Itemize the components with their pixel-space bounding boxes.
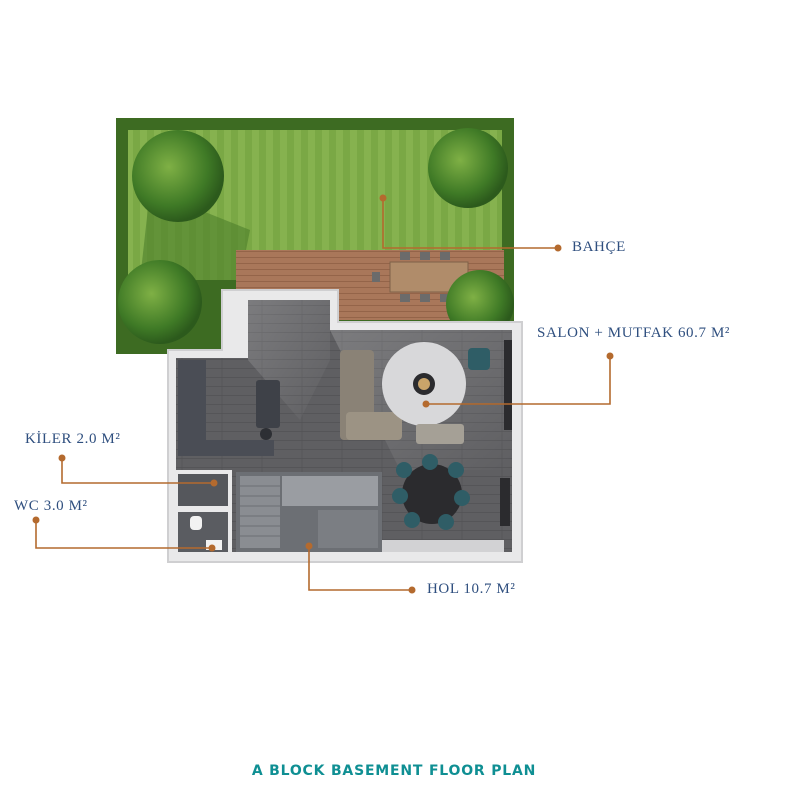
- leader-dot: [606, 352, 614, 360]
- wc-sink: [206, 540, 222, 550]
- outdoor-chair: [440, 294, 450, 302]
- tree-canopy: [428, 128, 508, 208]
- leader-line-garden: [382, 198, 558, 249]
- sofa: [346, 412, 402, 440]
- leader-dot: [32, 516, 40, 524]
- kitchen-counter: [178, 440, 274, 456]
- label-living-kitchen: SALON + MUTFAK 60.7 M²: [537, 325, 730, 341]
- armchair: [416, 424, 464, 444]
- plan-title: A BLOCK BASEMENT FLOOR PLAN: [251, 763, 537, 779]
- leader-dot: [422, 400, 430, 408]
- outdoor-chair: [400, 294, 410, 302]
- leader-lines: [35, 198, 611, 591]
- tv-unit: [504, 340, 512, 430]
- staircase: [236, 472, 382, 552]
- label-hall: HOL 10.7 M²: [427, 581, 516, 597]
- dining-chair: [454, 490, 470, 506]
- dining-chair: [404, 512, 420, 528]
- leader-line-wc: [35, 520, 212, 549]
- dining-chair: [438, 514, 454, 530]
- kitchen-stool: [260, 428, 272, 440]
- dining-table: [402, 464, 462, 524]
- tree-canopy: [118, 260, 202, 344]
- leader-dot: [58, 454, 66, 462]
- wall-segment: [234, 296, 248, 358]
- house-plan: [167, 289, 523, 563]
- outdoor-chair: [440, 252, 450, 260]
- leader-dot: [208, 544, 216, 552]
- leader-dot: [305, 542, 313, 550]
- garden-area: [116, 118, 514, 354]
- label-garden: BAHÇE: [572, 239, 626, 255]
- leader-line-hall: [308, 546, 412, 591]
- pantry-room: [174, 470, 232, 510]
- sunlight-overlay: [248, 300, 330, 420]
- kitchen-island: [256, 380, 280, 428]
- label-pantry: KİLER 2.0 M²: [25, 431, 121, 447]
- leader-endpoints: [32, 194, 614, 594]
- outdoor-chair: [372, 272, 380, 282]
- curtain: [382, 540, 504, 552]
- dining-chair: [422, 454, 438, 470]
- tree-canopy: [132, 130, 224, 222]
- outdoor-chair: [400, 252, 410, 260]
- leader-line-living-kitchen: [426, 356, 611, 405]
- leader-dot: [379, 194, 387, 202]
- dining-chair: [392, 488, 408, 504]
- sideboard: [500, 478, 510, 526]
- dining-chair: [448, 462, 464, 478]
- outdoor-chair: [420, 294, 430, 302]
- label-wc: WC 3.0 M²: [14, 498, 88, 514]
- wc-toilet: [190, 516, 202, 530]
- leader-line-pantry: [61, 458, 214, 484]
- accent-chair: [468, 348, 490, 370]
- leader-dot: [554, 244, 562, 252]
- leader-dot: [210, 479, 218, 487]
- leader-dot: [408, 586, 416, 594]
- outdoor-chair: [420, 252, 430, 260]
- coffee-table-top: [418, 378, 430, 390]
- dining-chair: [396, 462, 412, 478]
